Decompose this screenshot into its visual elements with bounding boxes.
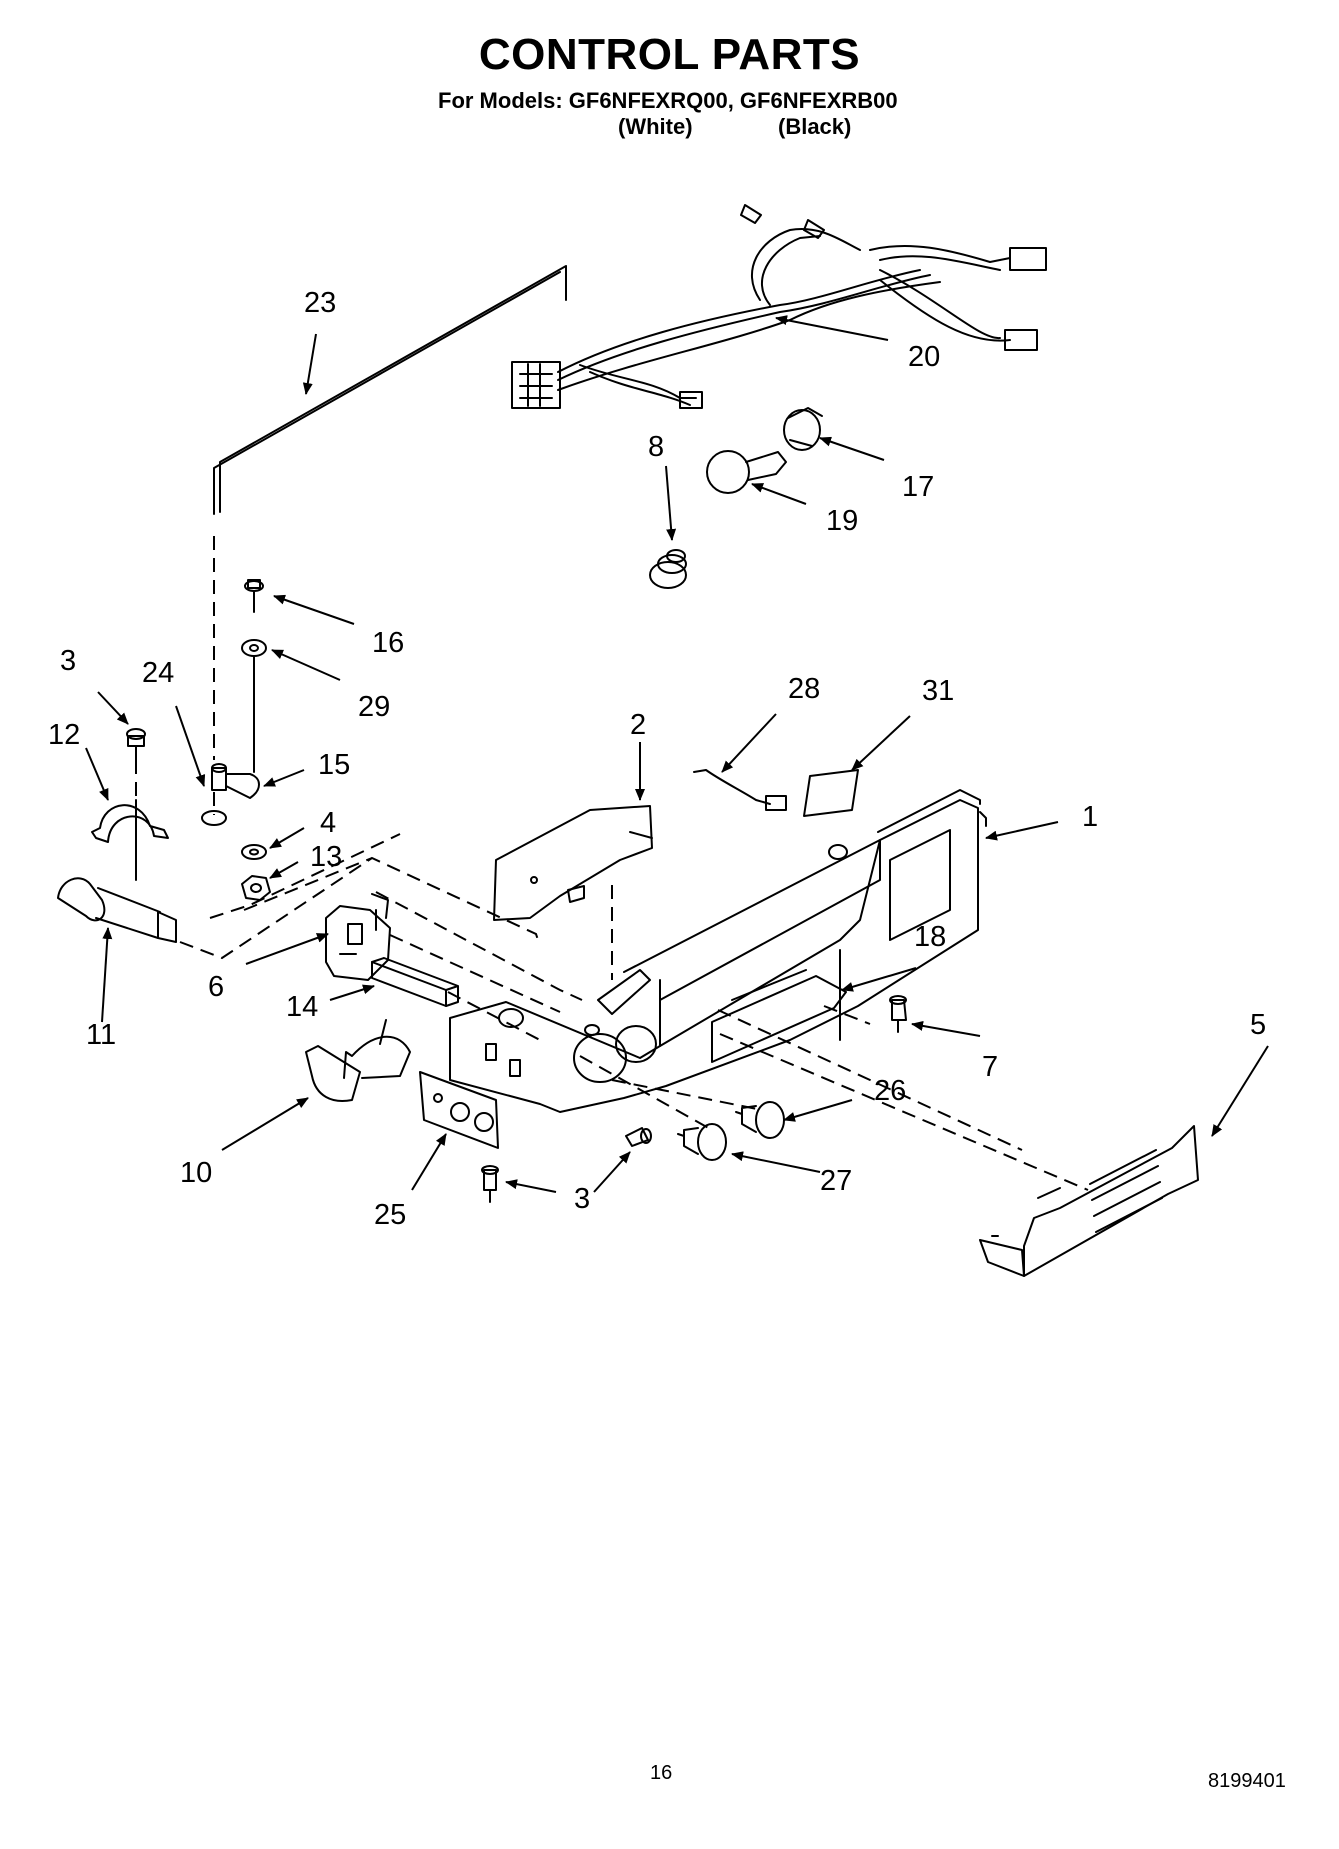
screw-part — [244, 579, 264, 613]
leader-29 — [271, 649, 341, 681]
plug-part — [649, 549, 687, 589]
callout-3: 3 — [60, 645, 76, 677]
leader-14 — [329, 984, 375, 1001]
leader-31 — [851, 715, 911, 771]
washer-part-3 — [201, 810, 227, 826]
callout-12: 12 — [48, 719, 80, 751]
callout-13: 13 — [310, 841, 342, 873]
leader-8 — [665, 465, 677, 541]
leader-25 — [411, 1133, 447, 1191]
callout-14: 14 — [286, 991, 318, 1023]
washer-part — [241, 639, 267, 773]
leader-15 — [263, 769, 305, 787]
light-bulb-part — [706, 450, 787, 494]
shaft-part — [57, 877, 177, 943]
control-housing-part — [449, 789, 987, 1113]
page-title: CONTROL PARTS — [478, 30, 861, 79]
leader-3b — [593, 1151, 631, 1193]
pad-part — [803, 769, 859, 817]
screw-part-2 — [126, 728, 146, 881]
washer-part-2 — [241, 844, 267, 860]
rod-part — [213, 265, 567, 515]
leader-17 — [819, 436, 885, 461]
bar-part — [371, 957, 459, 1007]
color-label-white: (White) — [618, 114, 693, 139]
callout-2: 2 — [630, 709, 646, 741]
leader-12 — [85, 747, 109, 801]
screw-part-3 — [889, 995, 907, 1033]
callout-7: 7 — [982, 1051, 998, 1083]
grille-part — [979, 1125, 1199, 1277]
leader-7 — [911, 1020, 981, 1037]
callout-11: 11 — [86, 1019, 116, 1051]
leader-27 — [731, 1151, 821, 1173]
leader-18 — [841, 967, 917, 992]
bracket-part — [305, 1019, 411, 1102]
clamp-part — [91, 804, 169, 843]
callout-31: 31 — [922, 675, 954, 707]
callout-20: 20 — [908, 341, 940, 373]
leader-23 — [302, 333, 317, 395]
control-assembly-part — [325, 893, 391, 981]
sensor-part — [693, 769, 787, 811]
callout-10: 10 — [180, 1157, 212, 1189]
document-number: 8199401 — [1208, 1770, 1286, 1792]
callout-26: 26 — [874, 1075, 906, 1107]
lamp-socket-part — [783, 407, 823, 451]
callout-4: 4 — [320, 807, 336, 839]
callout-15: 15 — [318, 749, 350, 781]
gasket-part — [493, 805, 653, 921]
lever-part — [211, 763, 260, 799]
callout-24: 24 — [142, 657, 174, 689]
faceplate-part — [419, 1071, 499, 1149]
callout-29: 29 — [358, 691, 390, 723]
callout-28: 28 — [788, 673, 820, 705]
screw-part-4 — [625, 1127, 652, 1147]
leader-16 — [273, 594, 355, 625]
model-numbers: For Models: GF6NFEXRQ00, GF6NFEXRB00 — [438, 88, 898, 113]
page-number: 16 — [650, 1762, 673, 1784]
callout-18: 18 — [914, 921, 946, 953]
callout-6: 6 — [208, 971, 224, 1003]
callout-27: 27 — [820, 1165, 852, 1197]
knob-part — [735, 1101, 785, 1139]
leader-19 — [751, 483, 807, 505]
color-label-black: (Black) — [778, 114, 852, 139]
callout-1: 1 — [1082, 801, 1098, 833]
leader-5 — [1211, 1045, 1269, 1137]
knob-part-2 — [677, 1123, 727, 1161]
insulation-part — [711, 969, 847, 1063]
callout-19: 19 — [826, 505, 858, 537]
leader-11 — [101, 927, 113, 1023]
callout-23: 23 — [304, 287, 336, 319]
leader-3c — [505, 1179, 557, 1193]
leader-4 — [269, 827, 305, 849]
nut-part — [241, 875, 271, 901]
callout-16: 16 — [372, 627, 404, 659]
callout-17: 17 — [902, 471, 934, 503]
leader-26 — [783, 1099, 853, 1122]
screw-part-5 — [481, 1165, 499, 1203]
leader-24 — [175, 705, 206, 787]
leader-6 — [245, 933, 329, 965]
callout-8: 8 — [648, 431, 664, 463]
callout-25: 25 — [374, 1199, 406, 1231]
leader-13 — [269, 861, 299, 879]
leader-3 — [97, 691, 129, 725]
callout-5: 5 — [1250, 1009, 1266, 1041]
leader-20 — [775, 315, 889, 341]
callout-3-lower: 3 — [574, 1183, 590, 1215]
leader-1 — [985, 821, 1059, 841]
wire-harness-part — [511, 204, 1047, 409]
leader-10 — [221, 1097, 309, 1151]
leader-28 — [721, 713, 777, 773]
